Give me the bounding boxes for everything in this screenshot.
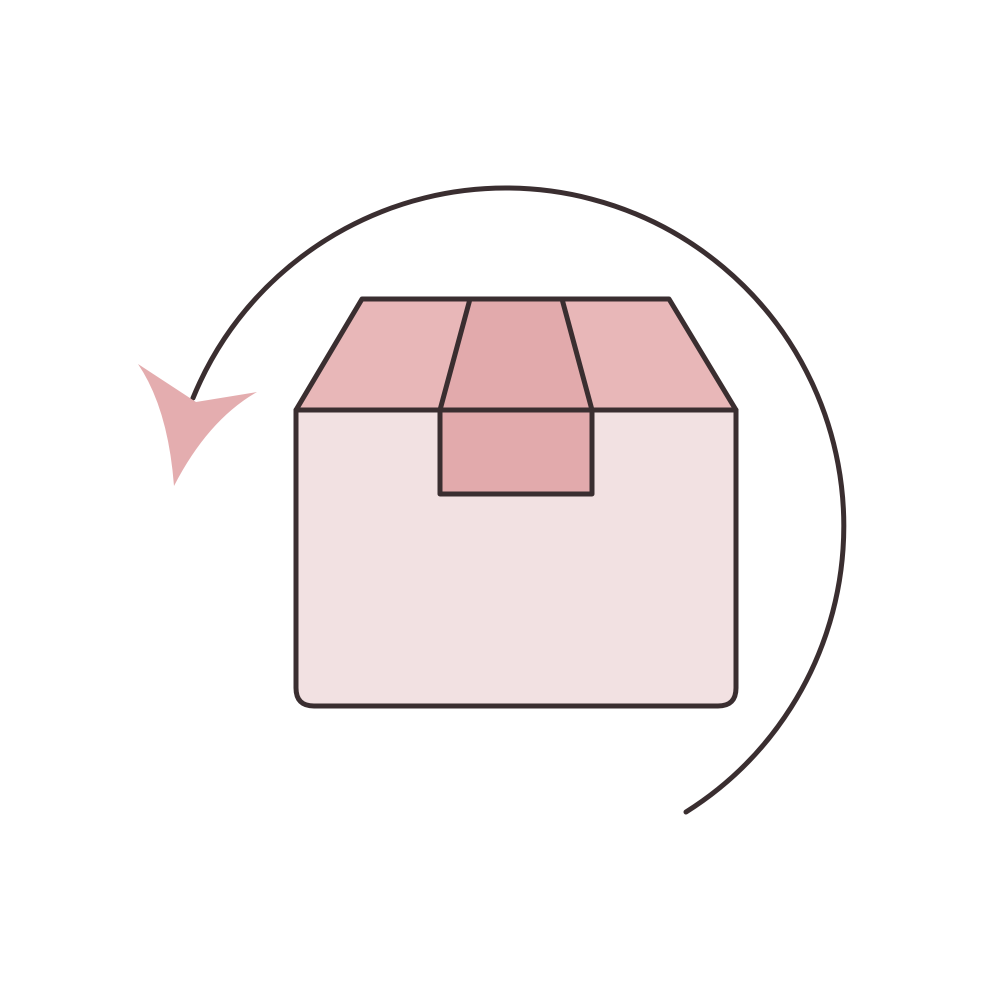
return-arrow-curve (190, 185, 847, 815)
box-front-tape (437, 407, 595, 497)
return-arrow-head-icon (138, 364, 257, 486)
box-front (293, 407, 739, 709)
